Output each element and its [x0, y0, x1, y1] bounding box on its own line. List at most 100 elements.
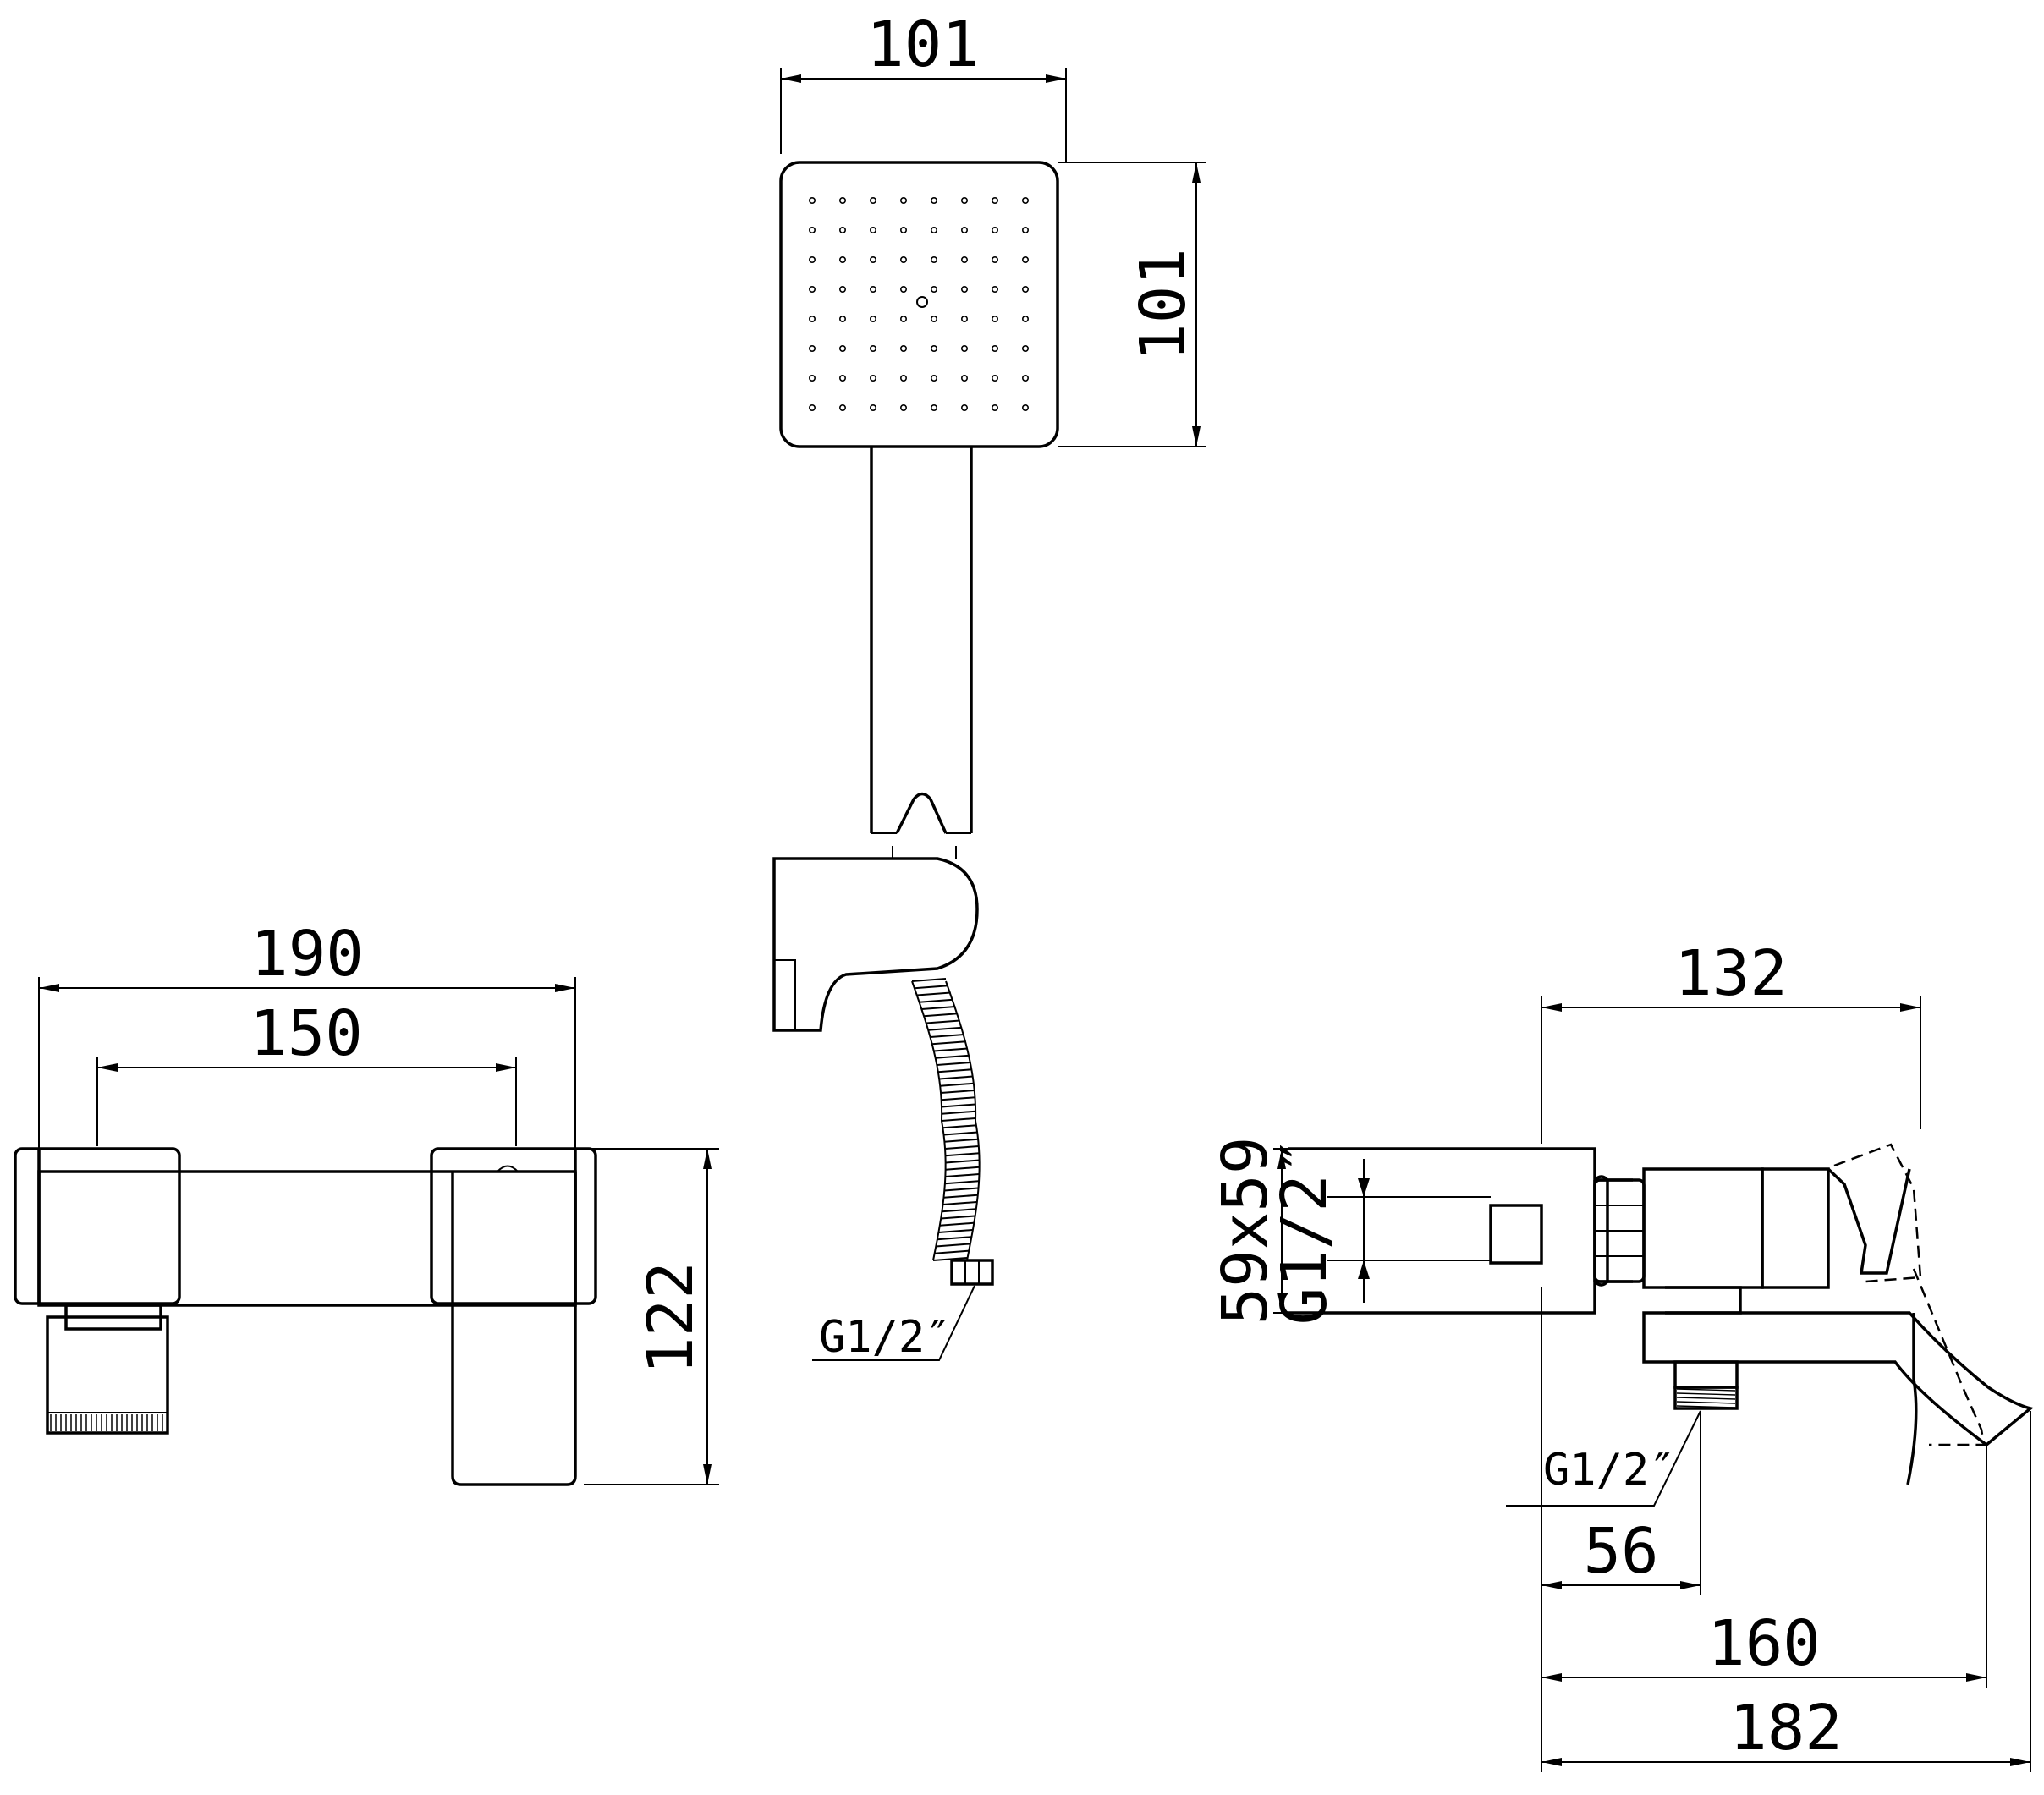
nozzle [870, 285, 877, 293]
outlet-thread-leader [1506, 1410, 1701, 1507]
hose-rib [934, 1249, 969, 1254]
hose-rib [939, 1221, 974, 1227]
hose-rib [945, 1166, 980, 1171]
handle-neck [895, 792, 948, 834]
nozzle [808, 197, 816, 205]
nozzle [992, 285, 999, 293]
nozzle [900, 285, 908, 293]
hose-rib [941, 1215, 975, 1220]
nozzle [900, 197, 908, 205]
outlet-nipple-collar [1673, 1360, 1739, 1389]
holder-neck [892, 846, 957, 859]
nozzle-grid [808, 197, 1030, 411]
nozzle [870, 226, 877, 233]
nozzle [931, 403, 938, 411]
lever-pivot [497, 1165, 519, 1172]
hose-rib [944, 1187, 979, 1192]
nozzle [961, 285, 969, 293]
hose-rib [944, 1180, 979, 1185]
hose-rib [935, 1054, 970, 1059]
nozzle [961, 197, 969, 205]
hose-rib [932, 1257, 968, 1261]
outlet-thread-label: G1/2″ [1543, 1445, 1676, 1496]
nozzle [1022, 226, 1030, 233]
dim-inlet-thread: G1/2″ [1268, 1137, 1370, 1326]
shower-handle [870, 447, 973, 833]
hose-rib [942, 1124, 977, 1129]
nozzle [931, 255, 938, 263]
lever-travel-arc [1912, 1268, 1986, 1446]
nozzle [992, 403, 999, 411]
hose-rib [923, 1013, 959, 1018]
hose-rib [938, 1229, 973, 1233]
cartridge-cap [1761, 1167, 1830, 1289]
nozzle [838, 403, 846, 411]
flange-label: 59x59 [1209, 1137, 1282, 1326]
lever-tail [1906, 1313, 1918, 1485]
nozzle [870, 344, 877, 352]
hose-rib [911, 978, 947, 982]
nozzle [808, 255, 816, 263]
dim-head-height: 101 [1058, 162, 1206, 447]
head-height-label: 101 [1127, 248, 1200, 361]
hose-rib [944, 1138, 979, 1143]
nozzle [992, 315, 999, 322]
hose-rib [937, 1068, 972, 1073]
thread-line [1676, 1392, 1736, 1396]
nozzle [1022, 374, 1030, 382]
centers-label: 150 [250, 997, 363, 1070]
dim-outlet-offset: 56 [1541, 1287, 1701, 1772]
shower-hose [911, 978, 981, 1261]
nozzle [900, 403, 908, 411]
nozzle [838, 374, 846, 382]
eccentric-stub [1489, 1204, 1543, 1265]
nozzle [900, 374, 908, 382]
spout-label: 160 [1707, 1607, 1821, 1680]
nozzle [1022, 285, 1030, 293]
hose-rib [940, 1082, 975, 1087]
nozzle [808, 344, 816, 352]
hose-rib [921, 1006, 956, 1010]
nozzle [808, 374, 816, 382]
front-height-label: 122 [635, 1261, 707, 1375]
overall-width-label: 190 [250, 918, 364, 991]
spout [1642, 1311, 2034, 1447]
hose-rib [940, 1090, 975, 1094]
mixer-front-view [14, 1147, 597, 1486]
nozzle [931, 344, 938, 352]
nozzle [1022, 255, 1030, 263]
nozzle [992, 255, 999, 263]
nozzle [900, 315, 908, 322]
nozzle [1022, 197, 1030, 205]
nozzle [961, 344, 969, 352]
nozzle [870, 315, 877, 322]
nozzle [992, 197, 999, 205]
nozzle [808, 285, 816, 293]
inlet-thread-label: G1/2″ [1268, 1137, 1341, 1326]
nozzle [838, 255, 846, 263]
spout-collar [1665, 1286, 1742, 1315]
hose-rib [942, 1208, 976, 1213]
hose-rib [919, 998, 953, 1003]
hose-rib [944, 1145, 980, 1150]
nozzle [870, 374, 877, 382]
dim-spout: 160 [1541, 1446, 1987, 1688]
thread-line [1676, 1397, 1736, 1400]
dim-overall-width: 190 [38, 918, 576, 1167]
hose-rib [942, 1201, 977, 1205]
thread-line [1676, 1388, 1736, 1392]
nozzle [961, 315, 969, 322]
mixer-side-view [1288, 1143, 2034, 1485]
nozzle [838, 344, 846, 352]
nozzle [931, 197, 938, 205]
head-width-label: 101 [866, 8, 980, 81]
eccentric-pipe [1327, 1196, 1491, 1261]
lever-handle-front [451, 1172, 577, 1486]
nozzle [900, 344, 908, 352]
nozzle [870, 255, 877, 263]
hose-rib [926, 1019, 960, 1024]
mixer-cartridge-body [1642, 1167, 1764, 1289]
hose-rib [937, 1062, 971, 1066]
dim-side-depth: 132 [1541, 937, 1921, 1144]
nozzle [808, 403, 816, 411]
